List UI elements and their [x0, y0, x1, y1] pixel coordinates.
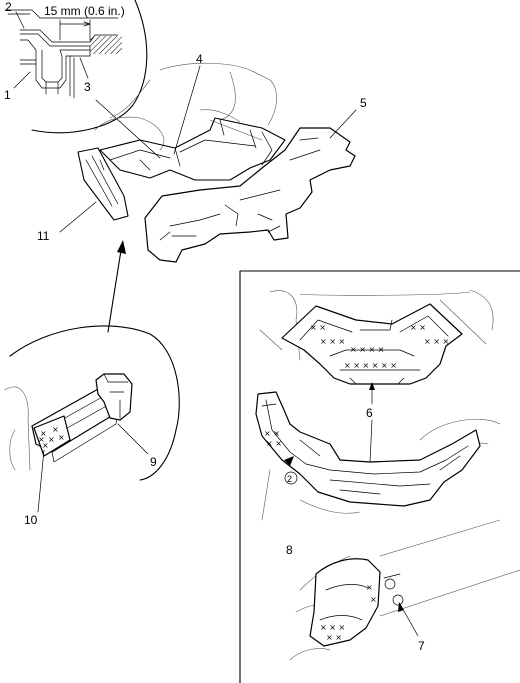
detail-view-mid: × × × × × × 9 10 [4, 325, 180, 527]
left-sill [77, 147, 129, 221]
inset-body-outline [259, 289, 494, 361]
detail-view-top: 2 15 mm (0.6 in.) 1 3 [4, 0, 148, 134]
crossmember-upper [281, 303, 463, 385]
connector-top [95, 99, 161, 159]
weld-mark: × × [264, 429, 280, 438]
weld-mark: × [52, 425, 59, 434]
leader-11 [59, 201, 97, 233]
callout-3: 3 [84, 80, 91, 94]
measurement-label: 15 mm (0.6 in.) [44, 4, 125, 18]
circled-marker [284, 471, 298, 485]
weld-mark: × × [326, 633, 342, 642]
rear-bracket-lines [319, 573, 401, 621]
channel-section [19, 29, 119, 99]
direction-arrow [284, 456, 294, 466]
weld-mark: × × × [424, 337, 449, 346]
circled-marker-label: 2 [287, 474, 292, 484]
hole [392, 594, 404, 606]
left-sill-details [85, 155, 119, 207]
crossmember-details [109, 119, 273, 171]
weld-mark: × × [410, 323, 426, 332]
dimension-line [59, 19, 91, 41]
callout-7: 7 [418, 639, 425, 653]
rear-bracket-part [309, 558, 381, 647]
callout-2: 2 [5, 0, 12, 14]
arrow-up [107, 240, 126, 333]
arrow-7 [398, 602, 404, 612]
leader-10 [37, 449, 45, 513]
leader-3 [79, 57, 89, 79]
callout-6: 6 [366, 406, 373, 420]
arrow-6-up [369, 382, 375, 390]
detail-circle-top [31, 0, 148, 134]
inset-panel: × × × × × × × × × × × × × × × × × × × × … [239, 270, 520, 683]
weld-mark: × × × × [350, 345, 384, 354]
callout-8: 8 [286, 543, 293, 557]
body-outline [94, 62, 277, 151]
leader-2 [15, 11, 25, 29]
weld-mark: × × [310, 323, 326, 332]
leader-6-down [369, 419, 373, 463]
body-outline-mid [4, 386, 31, 471]
callout-4: 4 [196, 52, 203, 66]
crossmember-lower-lines [261, 399, 469, 495]
leader-9 [117, 423, 149, 455]
floor-assembly: 4 5 11 [37, 52, 367, 263]
bracket [95, 373, 133, 421]
weld-mark: × × × [320, 337, 345, 346]
leader-5 [329, 109, 357, 139]
weld-mark: × [48, 435, 55, 444]
weld-mark: × [38, 435, 45, 444]
weld-mark: × [40, 429, 47, 438]
floor-panel-ribs [159, 137, 321, 241]
crossmember-lower [255, 391, 481, 507]
callout-10: 10 [24, 513, 38, 527]
callout-9: 9 [150, 455, 157, 469]
reinforcement-plate [33, 415, 71, 457]
front-floor-panel [144, 127, 356, 263]
weld-mark: × [42, 441, 49, 450]
weld-mark: × [58, 433, 65, 442]
weld-mark: × × [266, 439, 282, 448]
leader-1 [13, 71, 31, 89]
callout-1: 1 [4, 88, 11, 102]
rear-floor-crossmember [99, 117, 286, 181]
detail-circle-mid [9, 325, 180, 481]
weld-mark: × × × [320, 623, 345, 632]
weld-mark: × [366, 583, 373, 592]
sealer-hatch [90, 36, 122, 54]
hole [384, 578, 396, 590]
bracket-lines [103, 373, 129, 419]
weld-mark: × [370, 595, 377, 604]
inset-border [239, 270, 520, 683]
callout-11: 11 [37, 229, 50, 243]
weld-mark: × × × × × × [344, 361, 397, 370]
leader-4 [173, 65, 201, 155]
callout-5: 5 [360, 96, 367, 110]
floor-panel-edge [4, 9, 119, 19]
crossmember-upper-lines [299, 315, 449, 385]
